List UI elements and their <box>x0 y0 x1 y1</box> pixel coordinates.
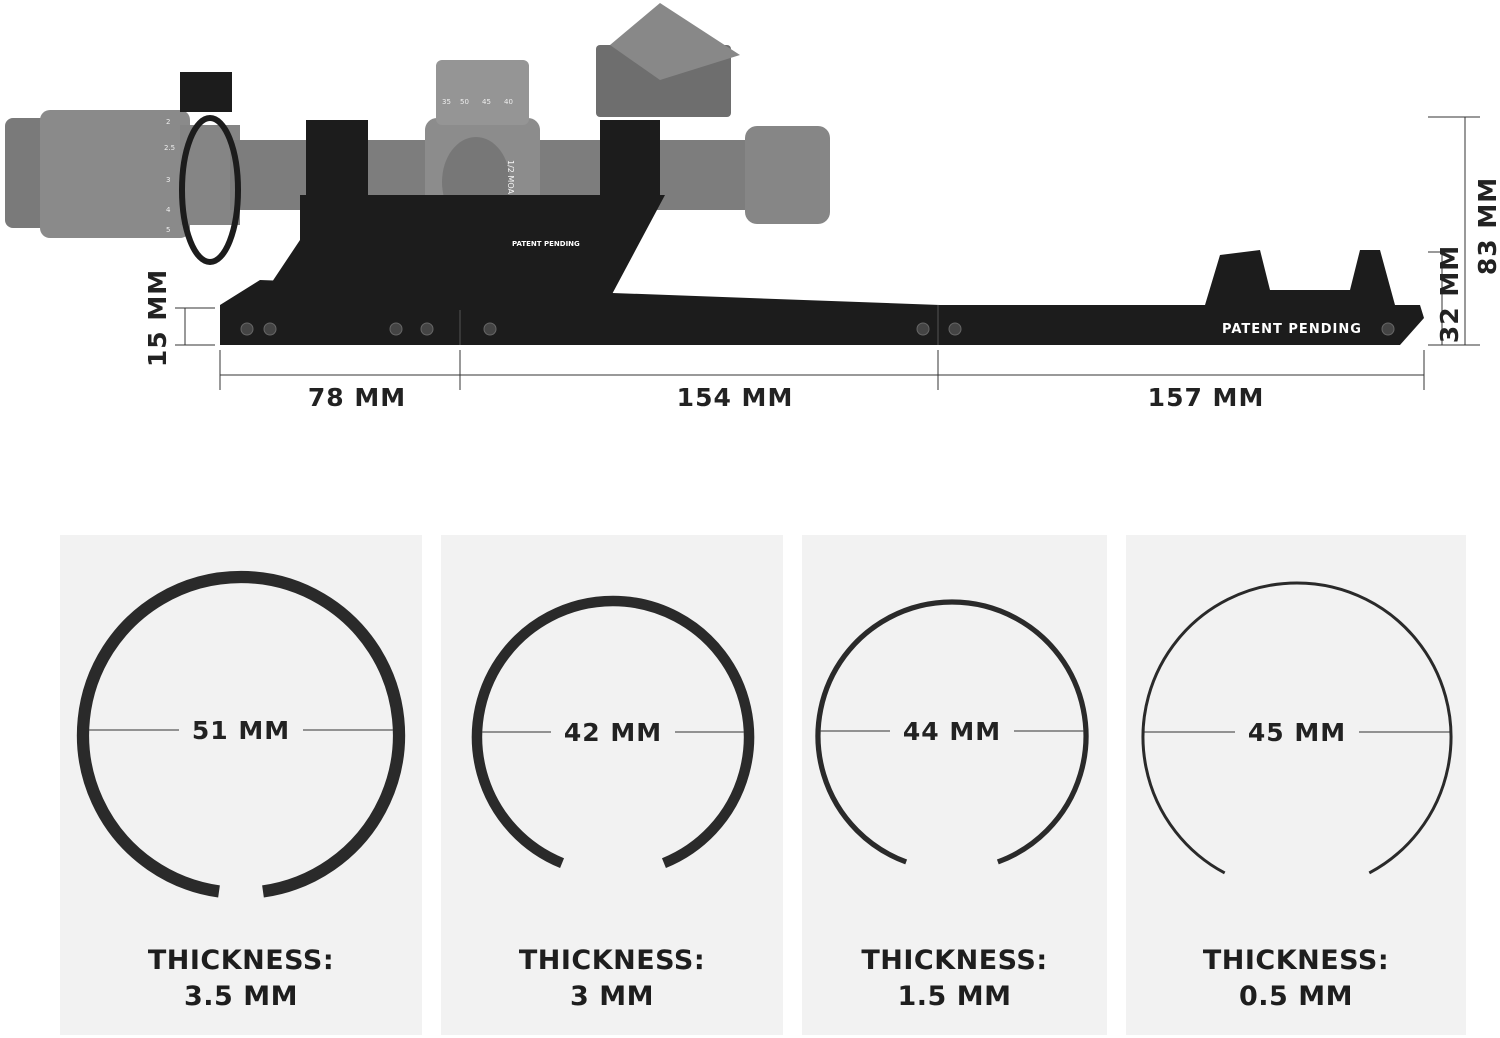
dim-base-height: 15 MM <box>143 269 172 367</box>
thickness-value: 3 MM <box>570 981 654 1012</box>
dim-rest-height: 32 MM <box>1435 245 1464 343</box>
thickness-label: THICKNESS: <box>861 945 1048 976</box>
ring-4 <box>1141 581 1453 875</box>
mag-mark: 2 <box>166 118 170 126</box>
label-background <box>551 712 675 748</box>
patent-pending-label-small: PATENT PENDING <box>512 240 580 248</box>
ring-panel-1: THICKNESS: 3.5 MM <box>60 535 422 1035</box>
ring-3 <box>815 599 1089 865</box>
ring-2 <box>471 595 755 868</box>
thickness-value: 0.5 MM <box>1239 981 1353 1012</box>
thickness-label: THICKNESS: <box>518 945 706 976</box>
rifle-scope: 35 50 45 40 2 2.5 3 4 5 <box>5 3 830 238</box>
dimension-lines <box>175 116 1480 390</box>
label-background <box>890 711 1014 747</box>
ring-diameter: 44 MM <box>903 717 1001 746</box>
ring-panel-3: THICKNESS: 1.5 MM <box>802 535 1107 1035</box>
turret-label: 1/2 MOA <box>506 160 515 194</box>
turret-number: 35 <box>442 98 451 106</box>
patent-pending-label: PATENT PENDING <box>1222 322 1362 337</box>
ring-diameter: 42 MM <box>564 718 662 747</box>
ring-panel-2: THICKNESS: 3 MM <box>441 535 783 1035</box>
cantilever-mount: PATENT PENDING PATENT PENDING <box>179 72 1424 345</box>
ring-panel-4: THICKNESS: 0.5 MM <box>1126 535 1466 1035</box>
turret-number: 45 <box>482 98 491 106</box>
mag-mark: 4 <box>166 206 171 214</box>
thickness-label: THICKNESS: <box>1202 945 1390 976</box>
ring-1 <box>76 570 406 898</box>
turret-number: 40 <box>504 98 513 106</box>
mag-mark: 3 <box>166 176 170 184</box>
thickness-value: 3.5 MM <box>184 981 298 1012</box>
turret-number: 50 <box>460 98 469 106</box>
label-background <box>1235 712 1359 748</box>
mag-mark: 2.5 <box>164 144 175 152</box>
thickness-label: THICKNESS: <box>147 945 335 976</box>
dim-total-height: 83 MM <box>1473 177 1500 275</box>
ring-diameter: 51 MM <box>192 716 290 745</box>
label-background <box>179 710 303 746</box>
mag-mark: 5 <box>166 226 170 234</box>
dim-middle-length: 154 MM <box>677 383 794 412</box>
dim-front-length: 78 MM <box>308 383 406 412</box>
ring-diameter: 45 MM <box>1248 718 1346 747</box>
thickness-value: 1.5 MM <box>897 981 1012 1012</box>
dim-rear-length: 157 MM <box>1148 383 1265 412</box>
